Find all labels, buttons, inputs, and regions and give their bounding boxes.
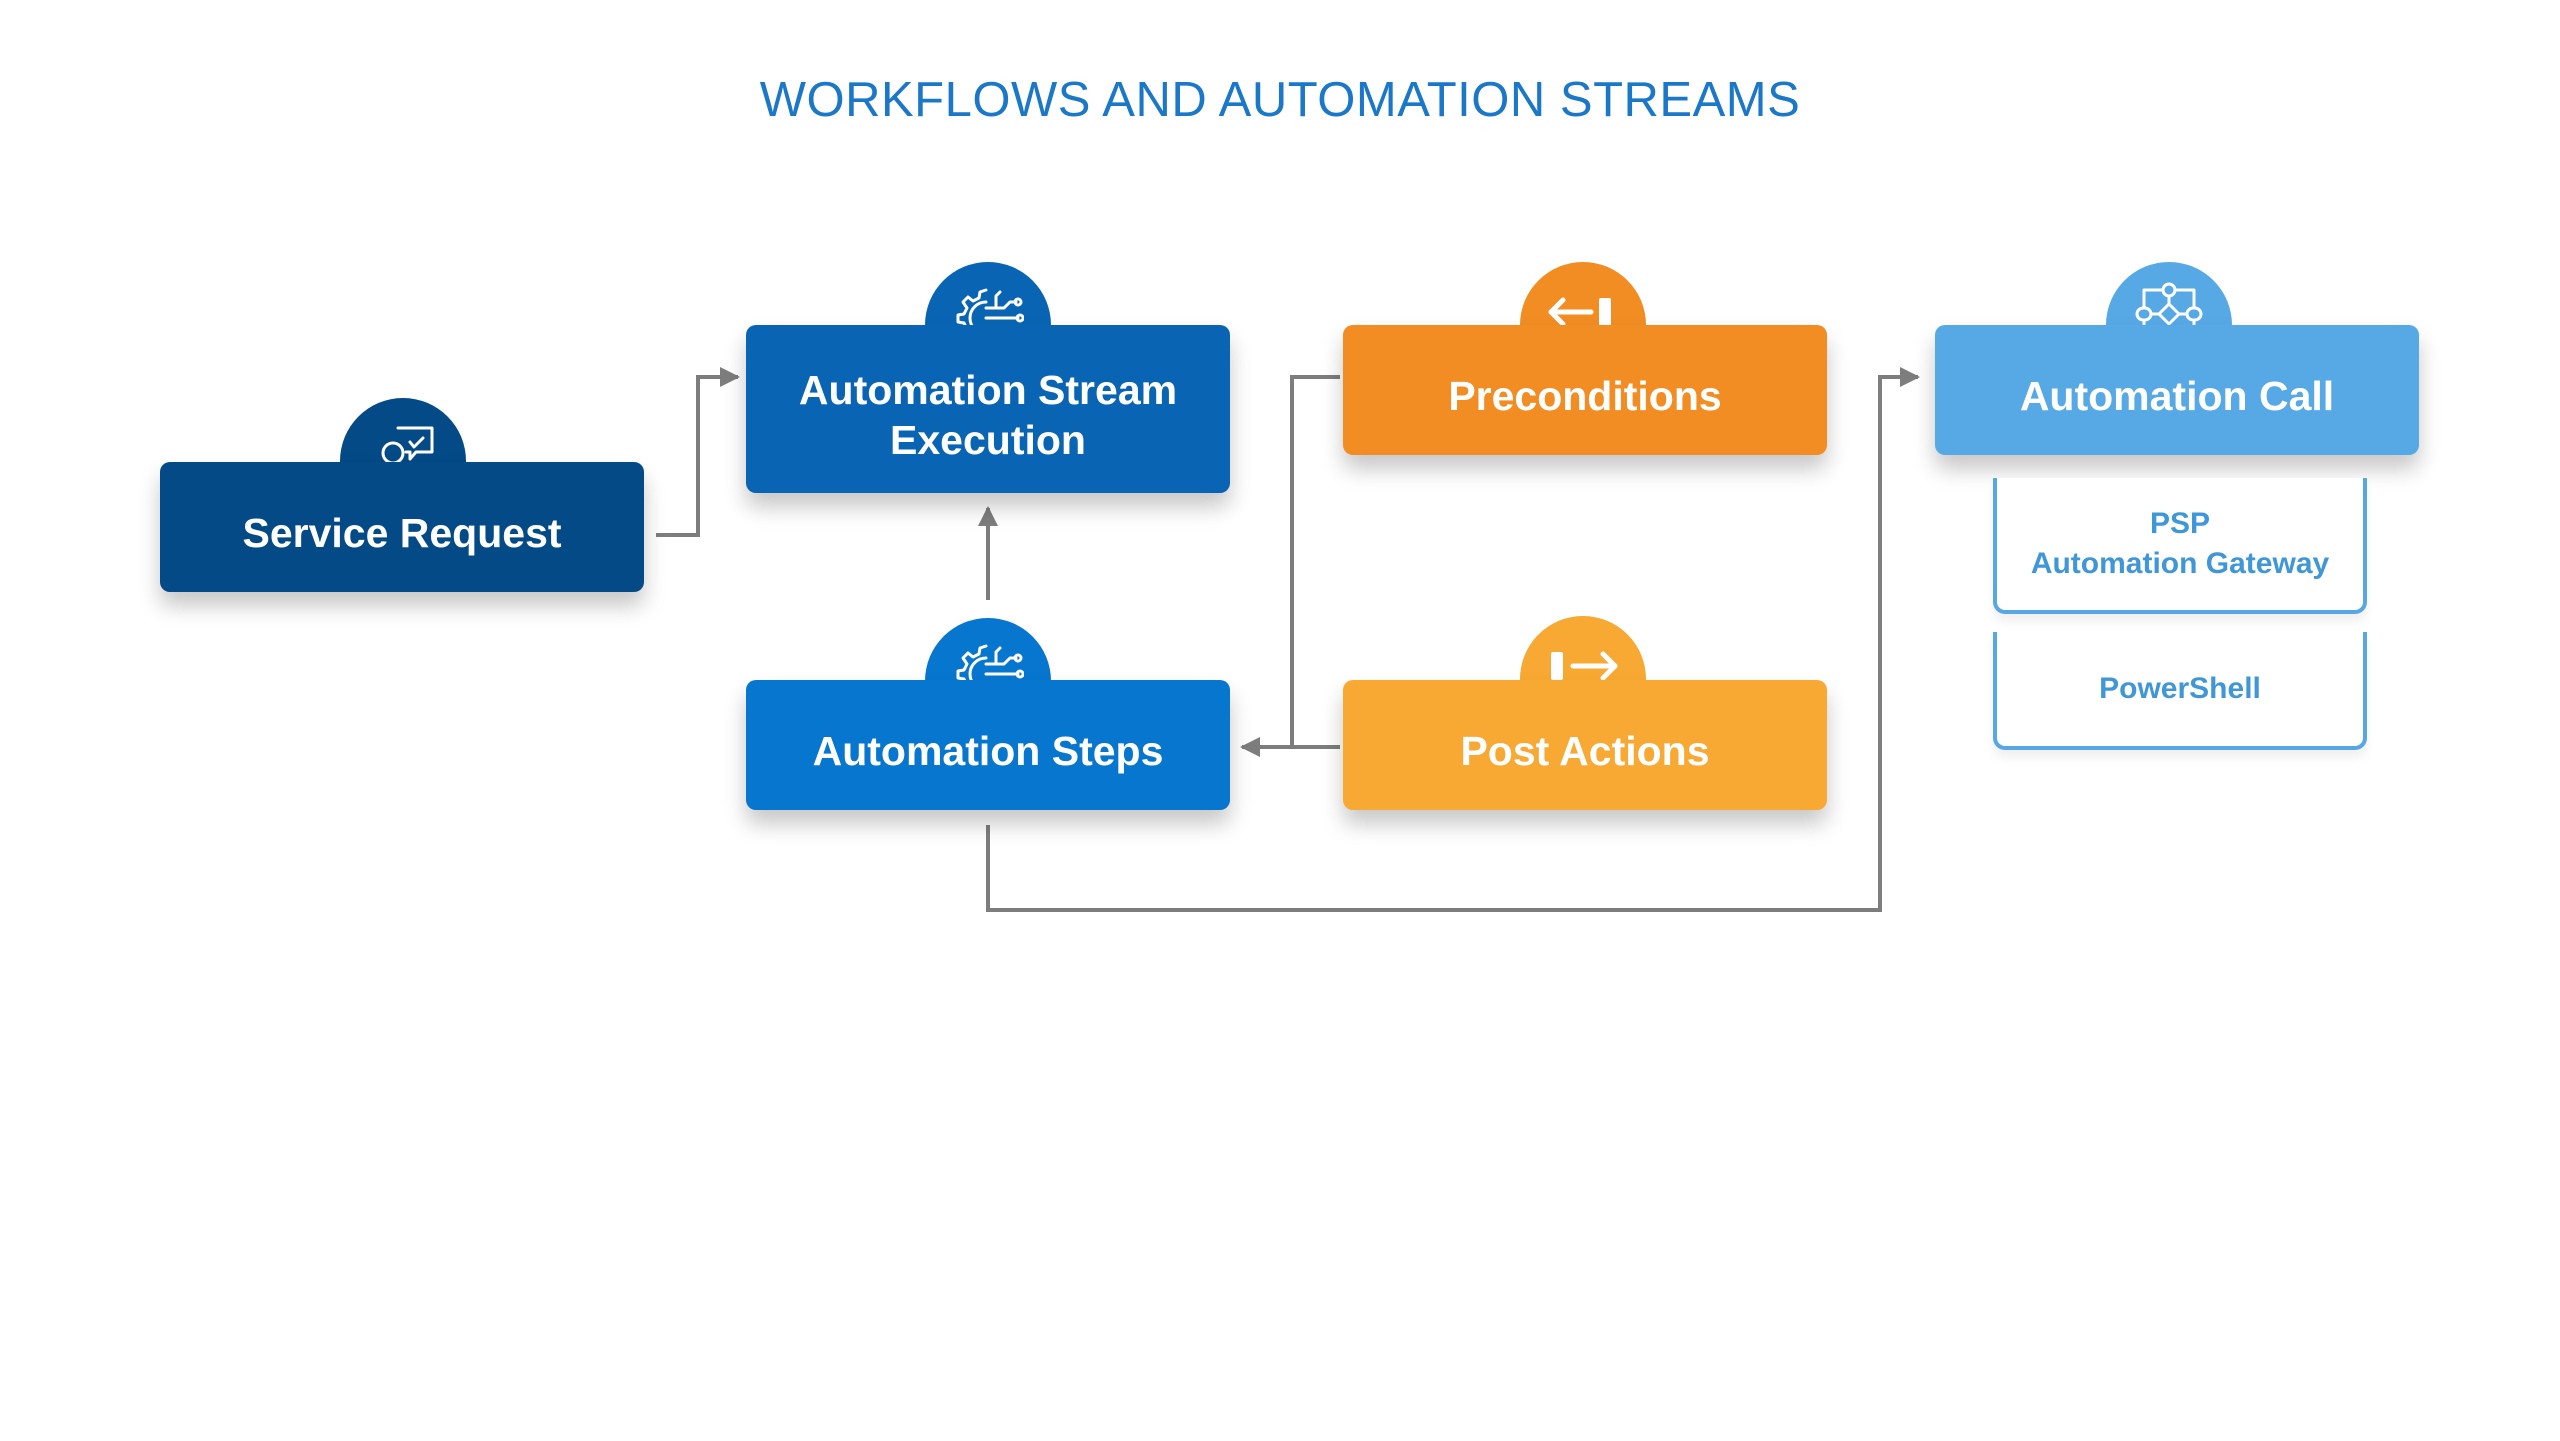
automation-steps-label: Automation Steps — [812, 728, 1164, 774]
connector-request-to-execution — [656, 367, 740, 537]
service-request-node: Service Request — [160, 462, 644, 592]
page-title: WORKFLOWS AND AUTOMATION STREAMS — [759, 73, 1801, 127]
stream-execution-label-line1: Automation Stream — [798, 367, 1178, 413]
psp-gateway-option: PSP Automation Gateway — [1993, 478, 2367, 614]
powershell-option: PowerShell — [1993, 632, 2367, 750]
connector-steps-to-automation-call — [986, 367, 1920, 912]
automation-steps-node: Automation Steps — [746, 680, 1230, 810]
preconditions-node: Preconditions — [1343, 325, 1827, 455]
stream-execution-node: Automation Stream Execution — [746, 325, 1230, 493]
psp-gateway-line2: Automation Gateway — [2030, 547, 2330, 580]
stream-execution-label-line2: Execution — [890, 417, 1086, 463]
psp-gateway-line1: PSP — [2149, 507, 2211, 540]
automation-call-label: Automation Call — [2019, 373, 2335, 419]
post-actions-node: Post Actions — [1343, 680, 1827, 810]
connector-preconditions-to-steps — [1290, 375, 1340, 747]
powershell-label: PowerShell — [2099, 672, 2261, 705]
arrow-in-icon — [1543, 262, 1623, 347]
preconditions-label: Preconditions — [1448, 373, 1722, 419]
arrow-out-icon — [1543, 616, 1623, 701]
post-actions-label: Post Actions — [1460, 728, 1710, 774]
service-request-label: Service Request — [242, 510, 562, 556]
automation-call-node: Automation Call — [1935, 325, 2419, 455]
